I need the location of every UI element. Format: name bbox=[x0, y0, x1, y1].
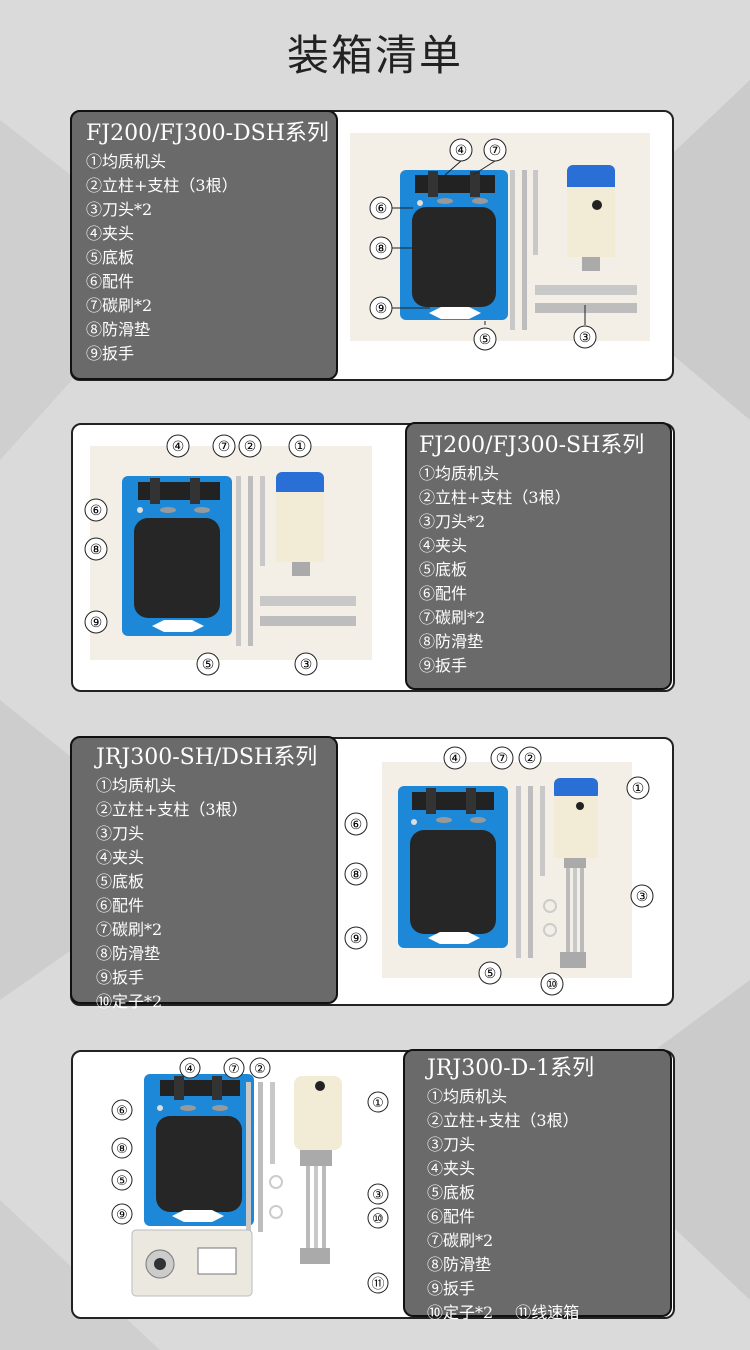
photo-label: ⑪ bbox=[371, 1277, 384, 1292]
list-item: ②立柱+支柱（3根） bbox=[419, 488, 571, 507]
list-item: ⑥配件 bbox=[96, 896, 145, 915]
photo-label: ③ bbox=[636, 889, 649, 905]
photo-label: ④ bbox=[172, 439, 185, 455]
photo-label: ④ bbox=[184, 1062, 196, 1077]
photo-label: ③ bbox=[300, 657, 313, 673]
photo-label: ④ bbox=[449, 751, 462, 767]
list-item: ②立柱+支柱（3根） bbox=[96, 800, 248, 819]
card-1-title: FJ200/FJ300-DSH系列 bbox=[86, 121, 329, 146]
page-title: 装箱清单 bbox=[286, 31, 463, 80]
photo-label: ⑦ bbox=[228, 1062, 240, 1077]
list-item-part: ⑪线速箱 bbox=[515, 1303, 580, 1322]
photo-label: ⑨ bbox=[116, 1208, 128, 1223]
list-item: ⑦碳刷*2 bbox=[96, 920, 163, 939]
card-4-item-list: ①均质机头 ②立柱+支柱（3根） ③刀头 ④夹头 ⑤底板 ⑥配件 ⑦碳刷*2 ⑧… bbox=[427, 1085, 670, 1325]
card-3-info-panel: JRJ300-SH/DSH系列 ①均质机头 ②立柱+支柱（3根） ③刀头 ④夹头… bbox=[70, 736, 338, 1011]
photo-label: ① bbox=[372, 1096, 384, 1111]
list-item: ⑧防滑垫 bbox=[96, 944, 161, 963]
photo-label: ⑤ bbox=[116, 1174, 128, 1189]
list-item: ⑧防滑垫 bbox=[86, 320, 151, 339]
list-item: ⑦碳刷*2 bbox=[427, 1231, 494, 1250]
card-2-info-panel: FJ200/FJ300-SH系列 ①均质机头 ②立柱+支柱（3根） ③刀头*2 … bbox=[405, 422, 672, 690]
list-item: ⑥配件 bbox=[419, 584, 468, 603]
card-2-item-list: ①均质机头 ②立柱+支柱（3根） ③刀头*2 ④夹头 ⑤底板 ⑥配件 ⑦碳刷*2… bbox=[419, 462, 670, 678]
photo-label: ⑤ bbox=[479, 332, 492, 348]
photo-label: ① bbox=[294, 439, 307, 455]
photo-label: ⑩ bbox=[372, 1212, 384, 1227]
photo-label: ⑧ bbox=[350, 867, 363, 883]
photo-label: ④ bbox=[455, 143, 468, 159]
list-item: ⑨扳手 bbox=[427, 1279, 476, 1298]
photo-label: ③ bbox=[579, 330, 592, 346]
list-item: ⑩定子*2 ⑪线速箱 bbox=[427, 1301, 670, 1325]
photo-label: ⑦ bbox=[489, 143, 502, 159]
list-item: ④夹头 bbox=[427, 1159, 476, 1178]
list-item: ①均质机头 bbox=[427, 1087, 508, 1106]
list-item: ①均质机头 bbox=[86, 152, 167, 171]
card-1-product-photo: ④ ⑦ ⑥ ⑧ ⑨ ⑤ ③ bbox=[350, 133, 650, 351]
list-item: ⑨扳手 bbox=[86, 344, 135, 363]
list-item: ⑤底板 bbox=[419, 560, 468, 579]
list-item: ⑥配件 bbox=[86, 272, 135, 291]
photo-label: ⑦ bbox=[218, 439, 231, 455]
photo-label: ⑤ bbox=[484, 966, 497, 982]
photo-label: ⑨ bbox=[350, 931, 363, 947]
card-4-info-panel: JRJ300-D-1系列 ①均质机头 ②立柱+支柱（3根） ③刀头 ④夹头 ⑤底… bbox=[403, 1049, 672, 1322]
list-item: ②立柱+支柱（3根） bbox=[86, 176, 238, 195]
list-item: ⑩定子*2 bbox=[96, 992, 163, 1011]
card-4-title: JRJ300-D-1系列 bbox=[427, 1056, 595, 1081]
list-item: ⑧防滑垫 bbox=[419, 632, 484, 651]
photo-label: ⑧ bbox=[375, 241, 388, 257]
photo-label: ⑦ bbox=[496, 751, 509, 767]
list-item: ⑥配件 bbox=[427, 1207, 476, 1226]
photo-label: ⑧ bbox=[116, 1142, 128, 1157]
card-2-title: FJ200/FJ300-SH系列 bbox=[419, 433, 645, 458]
list-item-part: ⑩定子*2 bbox=[427, 1303, 494, 1322]
card-2-product-photo: ④ ⑦ ② ① ⑥ ⑧ ⑨ ⑤ ③ bbox=[84, 434, 372, 676]
list-item: ⑨扳手 bbox=[419, 656, 468, 675]
photo-label: ⑤ bbox=[202, 657, 215, 673]
card-3-product-photo: ④ ⑦ ② ① ⑥ ⑧ ③ ⑨ ⑤ ⑩ bbox=[344, 746, 654, 996]
list-item: ⑤底板 bbox=[96, 872, 145, 891]
photo-label: ② bbox=[524, 751, 537, 767]
list-item: ⑦碳刷*2 bbox=[86, 296, 153, 315]
list-item: ②立柱+支柱（3根） bbox=[427, 1111, 579, 1130]
photo-label: ⑨ bbox=[90, 615, 103, 631]
card-1-item-list: ①均质机头 ②立柱+支柱（3根） ③刀头*2 ④夹头 ⑤底板 ⑥配件 ⑦碳刷*2… bbox=[86, 150, 336, 366]
list-item: ③刀头*2 bbox=[86, 200, 153, 219]
card-3-item-list: ①均质机头 ②立柱+支柱（3根） ③刀头 ④夹头 ⑤底板 ⑥配件 ⑦碳刷*2 ⑧… bbox=[96, 774, 336, 1014]
list-item: ④夹头 bbox=[86, 224, 135, 243]
list-item: ⑤底板 bbox=[86, 248, 135, 267]
card-1-info-panel: FJ200/FJ300-DSH系列 ①均质机头 ②立柱+支柱（3根） ③刀头*2… bbox=[70, 110, 338, 380]
list-item: ①均质机头 bbox=[419, 464, 500, 483]
card-3-title: JRJ300-SH/DSH系列 bbox=[96, 745, 318, 770]
photo-label: ⑥ bbox=[375, 201, 388, 217]
photo-label: ⑥ bbox=[116, 1104, 128, 1119]
list-item: ⑤底板 bbox=[427, 1183, 476, 1202]
photo-label: ⑩ bbox=[546, 977, 559, 993]
photo-label: ⑨ bbox=[375, 301, 388, 317]
list-item: ④夹头 bbox=[419, 536, 468, 555]
list-item: ④夹头 bbox=[96, 848, 145, 867]
list-item: ③刀头*2 bbox=[419, 512, 486, 531]
list-item: ③刀头 bbox=[96, 824, 145, 843]
card-4-product-photo: ④ ⑦ ② ① ⑥ ⑧ ⑤ ③ ⑨ ⑩ ⑪ bbox=[111, 1057, 389, 1297]
photo-label: ⑧ bbox=[90, 542, 103, 558]
list-item: ①均质机头 bbox=[96, 776, 177, 795]
list-item: ⑧防滑垫 bbox=[427, 1255, 492, 1274]
photo-label: ③ bbox=[372, 1188, 384, 1203]
list-item: ⑨扳手 bbox=[96, 968, 145, 987]
photo-label: ⑥ bbox=[90, 503, 103, 519]
photo-label: ① bbox=[632, 781, 645, 797]
photo-label: ② bbox=[254, 1062, 266, 1077]
photo-label: ⑥ bbox=[350, 817, 363, 833]
photo-label: ② bbox=[244, 439, 257, 455]
list-item: ⑦碳刷*2 bbox=[419, 608, 486, 627]
list-item: ③刀头 bbox=[427, 1135, 476, 1154]
